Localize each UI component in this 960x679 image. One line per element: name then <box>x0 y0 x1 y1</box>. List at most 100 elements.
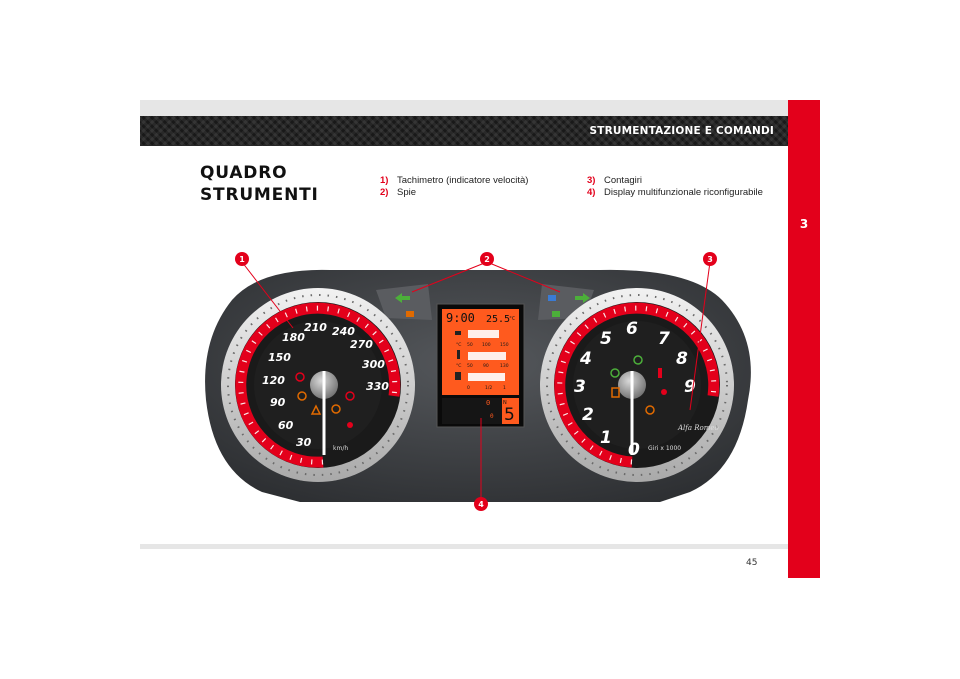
callout-marker-4 <box>474 497 488 511</box>
display-outside-temp: 25.5 <box>486 314 510 325</box>
fuel-scale-tick: 1/2 <box>485 385 492 391</box>
legend-number: 2) <box>380 187 389 198</box>
legend-right: 3) Contagiri 4) Display multifunzionale ri… <box>587 175 763 199</box>
tachometer-dots <box>546 294 728 476</box>
title-line-2: STRUMENTI <box>200 185 319 205</box>
rpm-tick-label: 4 <box>579 349 592 369</box>
coolant-scale-tick: 130 <box>500 363 509 369</box>
rpm-tick-label: 7 <box>658 329 670 349</box>
top-band <box>140 100 788 116</box>
legend-number: 4) <box>587 187 596 198</box>
rpm-tick-label: 8 <box>676 349 688 369</box>
cruise-control-icon <box>610 368 620 378</box>
rpm-unit-label: Giri x 1000 <box>648 445 681 452</box>
turn-right-arrow-icon <box>575 293 590 303</box>
coolant-temp-icon <box>457 350 460 359</box>
legend-left: 1)Tachimetro (indicatore velocità) 2) Spi… <box>380 175 528 199</box>
page-number: 45 <box>746 558 758 568</box>
callout-label: 3 <box>707 255 713 264</box>
oil-temp-bar <box>468 330 499 338</box>
speed-tick-label: 270 <box>350 338 373 351</box>
display-temp-unit: °C <box>509 316 515 322</box>
oil-scale-tick: 150 <box>500 342 509 348</box>
page-title: QUADRO STRUMENTI <box>200 162 319 206</box>
gear-indicator-box <box>502 398 519 424</box>
section-title: STRUMENTAZIONE E COMANDI <box>589 125 774 137</box>
legend-text: Tachimetro (indicatore velocità) <box>397 175 529 186</box>
coolant-scale-tick: 90 <box>483 363 489 369</box>
callout-label: 2 <box>484 255 490 264</box>
legend-item: 1)Tachimetro (indicatore velocità) <box>380 175 528 187</box>
callout-marker-3 <box>703 252 717 266</box>
oil-temp-icon <box>455 331 461 335</box>
speedometer-red-arc <box>235 302 401 468</box>
multifunction-display <box>436 303 525 428</box>
callout-line-1 <box>241 261 294 329</box>
speed-tick-label: 300 <box>362 358 385 371</box>
legend-item: 3) Contagiri <box>587 175 763 187</box>
odometer-value: 0 <box>486 399 490 407</box>
speed-unit-label: km/h <box>333 445 348 452</box>
callout-line-2a <box>411 261 488 293</box>
rpm-tick-label: 9 <box>684 377 696 397</box>
rpm-tick-label: 3 <box>574 377 586 397</box>
fuel-pump-icon <box>455 372 461 380</box>
speed-tick-label: 150 <box>268 351 291 364</box>
legend-item: 2) Spie <box>380 187 528 199</box>
gear-label: N <box>503 400 507 406</box>
speed-tick-label: 240 <box>332 325 355 338</box>
fuel-scale-tick: 1 <box>503 385 506 391</box>
legend-number: 3) <box>587 175 596 186</box>
coolant-temp-bar <box>468 352 506 360</box>
parking-brake-icon <box>297 391 307 401</box>
speedometer-dots <box>227 294 409 476</box>
speedometer <box>221 288 415 482</box>
coolant-scale-unit: °C <box>456 363 461 369</box>
oil-warning-icon <box>661 389 667 395</box>
legend-item: 4) Display multifunzionale riconfigurabil… <box>587 187 763 199</box>
warning-pod-left <box>376 284 432 320</box>
callout-label: 4 <box>478 500 484 509</box>
callout-marker-2 <box>480 252 494 266</box>
oil-scale-unit: °C <box>456 342 461 348</box>
fuel-reserve-icon <box>611 387 620 398</box>
speed-tick-label: 330 <box>366 380 389 393</box>
speed-tick-label: 180 <box>282 331 305 344</box>
callout-label: 1 <box>239 255 245 264</box>
legend-text: Spie <box>397 187 417 198</box>
rpm-tick-label: 0 <box>628 440 640 460</box>
callout-line-3 <box>689 261 711 411</box>
abs-warning-icon <box>310 404 322 415</box>
oil-scale-tick: 100 <box>482 342 491 348</box>
airbag-warning-icon <box>331 404 341 414</box>
trip-value: 0 <box>490 413 494 420</box>
fuel-level-bar <box>468 373 505 381</box>
oil-scale-tick: 50 <box>467 342 473 348</box>
rpm-tick-label: 2 <box>582 405 594 425</box>
coolant-warning-icon <box>658 368 662 378</box>
legend-text: Display multifunzionale riconfigurabile <box>604 187 763 198</box>
tachometer <box>540 288 734 482</box>
turn-left-arrow-icon <box>395 293 410 303</box>
tachometer-red-arc <box>554 302 720 468</box>
bottom-band <box>140 544 788 549</box>
display-clock: 9:00 <box>446 311 475 325</box>
speed-tick-label: 120 <box>262 374 285 387</box>
rpm-tick-label: 6 <box>626 319 638 339</box>
headlight-icon <box>633 355 643 365</box>
speed-tick-label: 90 <box>270 396 286 409</box>
callout-marker-1 <box>235 252 249 266</box>
speed-tick-label: 60 <box>278 419 294 432</box>
speed-tick-label: 210 <box>304 321 327 334</box>
brand-logo-text: Alfa Romeo <box>677 424 719 432</box>
generic-warning-icon <box>347 422 353 428</box>
callout-line-2b <box>486 261 561 293</box>
brake-warning-icon <box>345 391 355 401</box>
legend-text: Contagiri <box>604 175 643 186</box>
engine-check-icon <box>645 405 655 415</box>
seatbelt-warning-icon <box>295 372 305 382</box>
high-beam-icon <box>548 295 556 301</box>
title-line-1: QUADRO <box>200 163 288 183</box>
gear-value: 5 <box>504 405 515 425</box>
